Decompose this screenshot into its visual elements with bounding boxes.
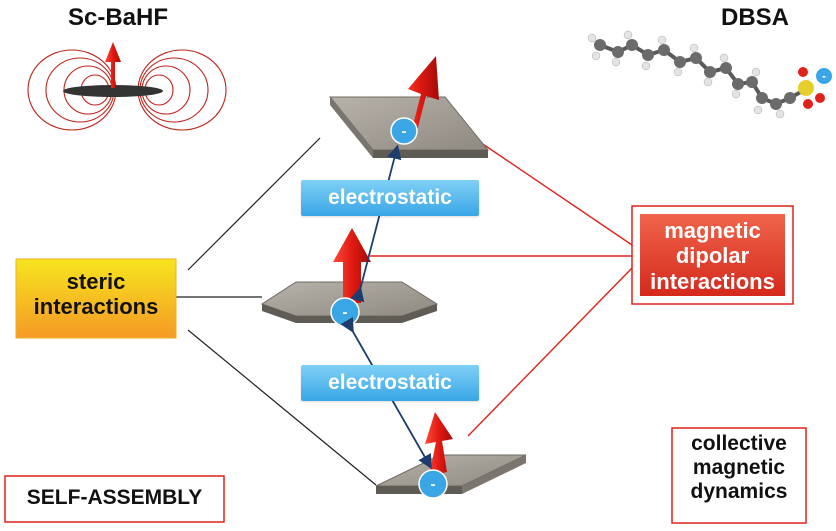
platelet-mini (63, 85, 163, 97)
charge-top-icon: - (390, 117, 418, 145)
electrostatic-label-top: electrostatic (301, 180, 479, 216)
charge-icon (816, 68, 832, 84)
platelet-bottom (375, 454, 527, 494)
self-assembly-box (4, 475, 225, 523)
charge-top-label: - (402, 123, 407, 140)
magnetic-line1: magnetic (664, 218, 761, 243)
collective-line2: magnetic (692, 456, 786, 480)
collective-line1: collective (691, 432, 787, 455)
charge-middle-icon: - (330, 297, 360, 327)
self-assembly-label: SELF-ASSEMBLY (26, 486, 203, 509)
steric-box (15, 258, 177, 339)
steric-label: steric interactions (16, 269, 176, 320)
dbsa-molecule-icon: - (587, 30, 832, 119)
charge-bottom-label: - (431, 476, 436, 493)
collective-box (671, 427, 807, 524)
moment-arrow-icon (105, 42, 121, 88)
charge-middle-label: - (343, 304, 348, 321)
collective-label: collective magnetic dynamics (672, 432, 806, 504)
title-sc-bahf: Sc-BaHF (67, 4, 169, 31)
magnetic-label: magnetic dipolar interactions (640, 218, 785, 294)
steric-line1: steric (66, 269, 126, 294)
moment-arrow-bottom-icon (425, 412, 453, 476)
charge-label: - (822, 69, 826, 83)
charge-bottom-icon: - (418, 469, 448, 499)
moment-arrow-top-icon (399, 56, 439, 131)
magnetic-line3: interactions (650, 268, 775, 294)
steric-line2: interactions (33, 294, 159, 320)
magnetic-line2: dipolar (675, 243, 750, 269)
electrostatic-label-bottom: electrostatic (301, 365, 479, 401)
field-lines-icon (27, 42, 227, 131)
collective-line3: dynamics (690, 480, 788, 504)
title-dbsa: DBSA (720, 4, 789, 31)
